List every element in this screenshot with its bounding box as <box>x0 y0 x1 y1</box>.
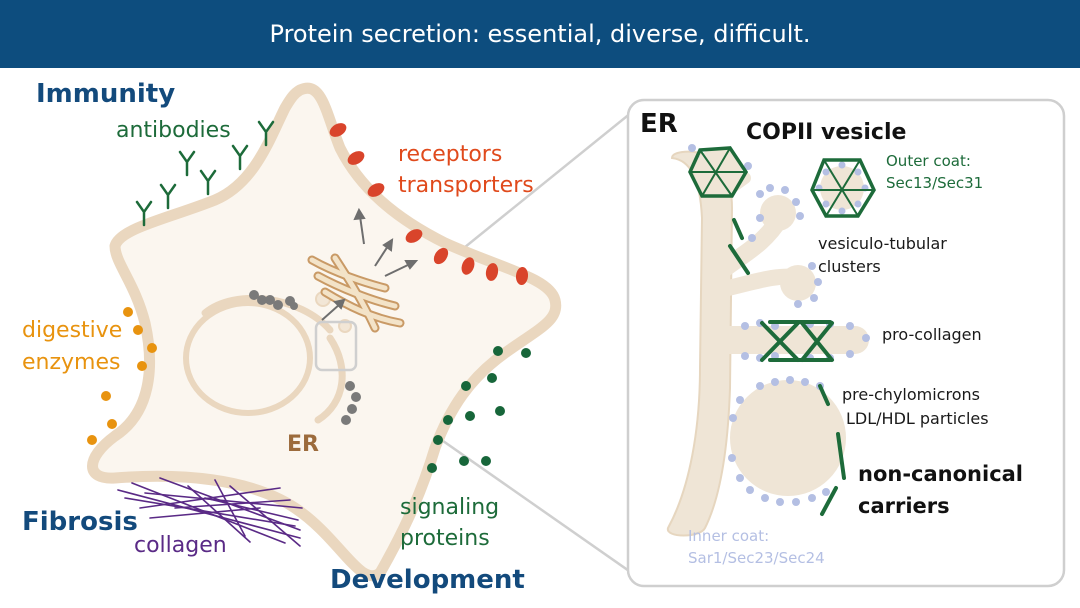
inset-label-procollagen: pro-collagen <box>882 325 982 344</box>
nucleus <box>183 300 313 416</box>
secretion-diagram <box>87 82 1066 588</box>
outer-coat-segments <box>728 218 846 516</box>
label-enzymes: enzymes <box>22 350 121 375</box>
secretion-arrows <box>321 207 419 321</box>
inset-label-noncanonical: non-canonical <box>858 462 1024 486</box>
inset-er <box>667 150 869 537</box>
label-signaling: signaling <box>400 495 500 520</box>
receptor-icon <box>347 151 365 165</box>
antibody-icon <box>231 144 249 171</box>
inset-label-carriers: carriers <box>858 494 950 518</box>
label-immunity: Immunity <box>36 79 176 109</box>
ribosomes <box>249 290 361 425</box>
collagen-fibers <box>117 477 303 547</box>
signaling-proteins <box>427 346 531 473</box>
membrane-receptors <box>329 123 529 285</box>
label-antibodies: antibodies <box>116 118 231 143</box>
label-development: Development <box>330 565 525 595</box>
receptor-icon <box>329 123 347 137</box>
inset-label-clusters: clusters <box>818 257 881 276</box>
zoom-box <box>314 320 358 372</box>
er-arc-right <box>314 334 346 424</box>
label-proteins: proteins <box>400 526 490 551</box>
label-receptors: receptors <box>398 142 503 167</box>
receptor-icon <box>461 257 475 275</box>
inset-label-er: ER <box>640 109 678 139</box>
inset-label-outer-coat-proteins: Sec13/Sec31 <box>886 174 984 192</box>
antibody-icon <box>199 169 217 196</box>
label-transporters: transporters <box>398 173 534 198</box>
digestive-enzymes <box>87 307 157 445</box>
inset-label-vesiculo: vesiculo-tubular <box>818 234 947 253</box>
receptor-icon <box>485 263 499 281</box>
antibody-icon <box>159 183 177 210</box>
label-digestive: digestive <box>22 318 123 343</box>
inset-label-inner-coat-proteins: Sar1/Sec23/Sec24 <box>688 549 825 567</box>
receptor-icon <box>367 183 385 197</box>
label-collagen: collagen <box>134 533 227 558</box>
antibody-icon <box>257 120 275 147</box>
antibody-icon <box>135 200 153 227</box>
golgi-lumen <box>309 255 403 331</box>
receptor-icon <box>405 229 423 243</box>
receptor-icon <box>515 267 529 285</box>
inset-label-inner-coat: Inner coat: <box>688 527 770 545</box>
copii-vesicle-budding <box>688 146 749 198</box>
receptor-icon <box>433 247 449 265</box>
antibodies <box>135 120 275 227</box>
page-title: Protein secretion: essential, diverse, d… <box>269 20 811 48</box>
label-er: ER <box>287 432 319 457</box>
label-fibrosis: Fibrosis <box>22 507 138 537</box>
inset-label-outer-coat: Outer coat: <box>886 152 971 170</box>
inset-label-copii: COPII vesicle <box>746 120 907 145</box>
inset-label-ldl: LDL/HDL particles <box>846 409 989 428</box>
inset-label-prechylo: pre-chylomicrons <box>842 385 980 404</box>
antibody-icon <box>178 150 196 177</box>
copii-vesicle-free <box>810 158 876 218</box>
title-banner: Protein secretion: essential, diverse, d… <box>0 0 1080 68</box>
